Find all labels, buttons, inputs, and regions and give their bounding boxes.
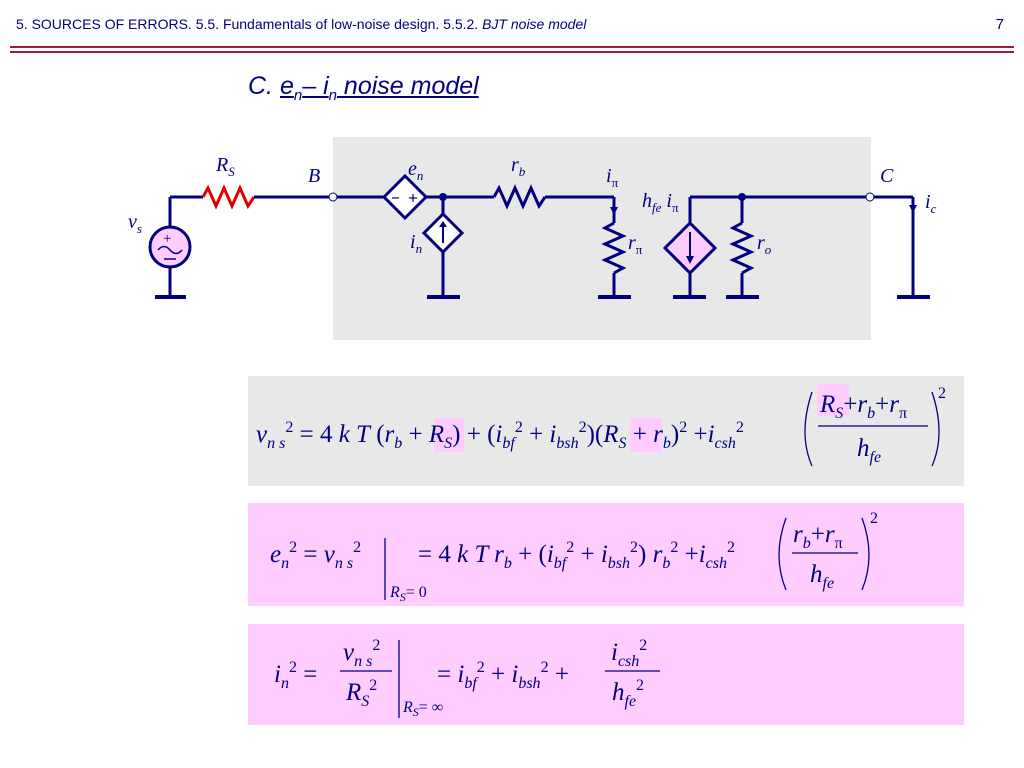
label-ro: ro (757, 232, 772, 257)
equation-en: en2 = vn s2 RS= 0 = 4 k T rb + (ibf2 + i… (270, 510, 878, 604)
resistor-rs (201, 184, 256, 210)
equation-in: in2 = vn s2 RS2 RS= ∞ = ibf2 + ibsh2 + i… (274, 637, 660, 719)
title-prefix: C. (248, 72, 280, 100)
label-rpi: rπ (628, 232, 643, 257)
svg-text:vn s2 = 4 k T (rb + RS) + (ibf: vn s2 = 4 k T (rb + RS) + (ibf2 + ibsh2)… (256, 419, 744, 452)
svg-text:= ibf2 + ibsh2 +: = ibf2 + ibsh2 + (437, 659, 569, 692)
title-e-sub: n (293, 87, 303, 104)
label-c: C (880, 165, 894, 187)
title-i-sub: n (328, 87, 337, 104)
label-ic: ic (925, 191, 937, 216)
section-title: C. en– in noise model (248, 72, 479, 104)
title-minus: – (302, 72, 324, 100)
label-rb: rb (511, 154, 526, 179)
svg-text:rb+rπ: rb+rπ (793, 521, 843, 552)
svg-text:hfe2: hfe2 (612, 677, 644, 710)
equation-panel-en (248, 503, 964, 606)
transistor-model-box (333, 137, 871, 340)
svg-text:icsh2: icsh2 (611, 637, 647, 670)
equation-panel-in (248, 624, 964, 725)
svg-text:in2 =: in2 = (274, 659, 317, 692)
svg-text:en2 = vn s2: en2 = vn s2 (270, 539, 361, 572)
breadcrumb-text: 5. SOURCES OF ERRORS. 5.5. Fundamentals … (16, 16, 483, 32)
svg-text:2: 2 (938, 385, 946, 402)
svg-text:RS= 0: RS= 0 (389, 584, 427, 604)
label-rs: RS (215, 154, 235, 179)
title-i: i (323, 72, 329, 100)
rs-highlight-2 (630, 418, 662, 452)
svg-text:RS2: RS2 (345, 677, 377, 710)
resistor-rb (492, 184, 547, 210)
label-vs: vs (128, 211, 142, 236)
resistor-rpi (601, 221, 627, 275)
label-in: in (410, 231, 422, 256)
breadcrumb-italic: BJT noise model (482, 16, 587, 32)
label-b: B (308, 165, 320, 187)
svg-text:= 4 k T rb + (ibf2 + ibsh2) rb: = 4 k T rb + (ibf2 + ibsh2) rb2 +icsh2 (418, 539, 735, 572)
ic-arrow (909, 205, 917, 213)
ipi-arrow (610, 207, 618, 215)
svg-text:+: + (163, 231, 171, 247)
title-e: e (279, 72, 294, 100)
page-number: 7 (995, 16, 1004, 33)
svg-text:RS+rb+rπ: RS+rb+rπ (819, 391, 907, 422)
rs-highlight-3 (817, 384, 849, 416)
equation-vns: vn s2 = 4 k T (rb + RS) + (ibf2 + ibsh2)… (256, 385, 946, 467)
label-hfe-ipi: hfe iπ (642, 190, 679, 215)
header-rule-top (10, 46, 1014, 48)
label-ipi: iπ (606, 165, 619, 190)
label-en: en (408, 158, 423, 183)
rs-highlight-1 (434, 418, 464, 452)
title-suffix: noise model (336, 72, 479, 100)
svg-text:hfe: hfe (810, 561, 834, 592)
resistor-ro (729, 221, 755, 275)
svg-text:2: 2 (870, 510, 878, 527)
svg-text:RS= ∞: RS= ∞ (402, 699, 443, 719)
slide-header: 5. SOURCES OF ERRORS. 5.5. Fundamentals … (16, 16, 586, 32)
svg-text:vn s2: vn s2 (343, 637, 380, 670)
svg-text:hfe: hfe (857, 435, 881, 466)
header-rule-bottom (10, 51, 1014, 53)
